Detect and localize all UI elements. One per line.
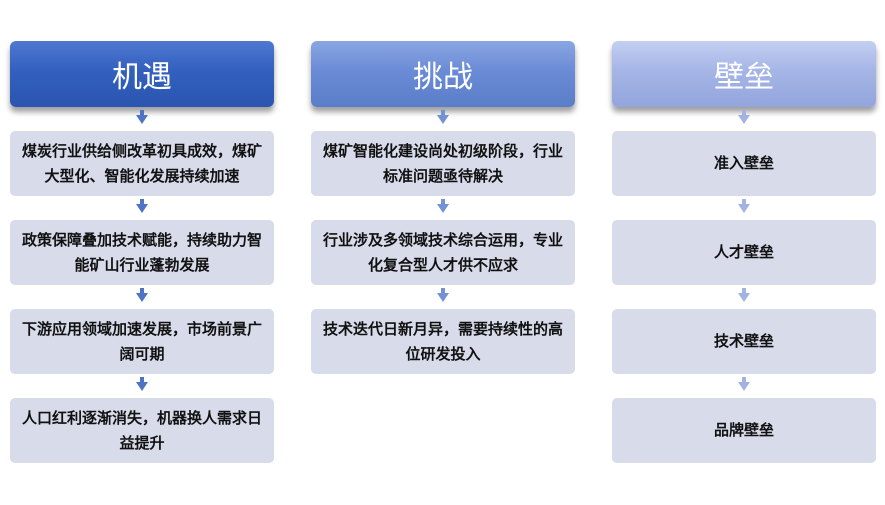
- down-arrow-icon: [10, 374, 274, 398]
- opportunity-header: 机遇: [10, 41, 274, 107]
- challenge-header: 挑战: [311, 41, 575, 107]
- challenge-item: 行业涉及多领域技术综合运用，专业化复合型人才供不应求: [311, 220, 575, 285]
- down-arrow-icon: [311, 107, 575, 131]
- opportunity-item: 下游应用领域加速发展，市场前景广阔可期: [10, 309, 274, 374]
- down-arrow-icon: [10, 196, 274, 220]
- barrier-item: 品牌壁垒: [612, 398, 876, 463]
- challenge-column: 挑战 煤矿智能化建设尚处初级阶段，行业标准问题亟待解决 行业涉及多领域技术综合运…: [311, 41, 575, 374]
- barrier-column: 壁垒 准入壁垒 人才壁垒 技术壁垒 品牌壁垒: [612, 41, 876, 463]
- opportunity-column: 机遇 煤炭行业供给侧改革初具成效，煤矿大型化、智能化发展持续加速 政策保障叠加技…: [10, 41, 274, 463]
- opportunity-item: 政策保障叠加技术赋能，持续助力智能矿山行业蓬勃发展: [10, 220, 274, 285]
- barrier-item: 人才壁垒: [612, 220, 876, 285]
- down-arrow-icon: [612, 196, 876, 220]
- down-arrow-icon: [311, 196, 575, 220]
- down-arrow-icon: [311, 285, 575, 309]
- down-arrow-icon: [10, 285, 274, 309]
- barrier-item: 准入壁垒: [612, 131, 876, 196]
- barrier-item: 技术壁垒: [612, 309, 876, 374]
- down-arrow-icon: [10, 107, 274, 131]
- down-arrow-icon: [612, 285, 876, 309]
- down-arrow-icon: [612, 107, 876, 131]
- opportunity-item: 煤炭行业供给侧改革初具成效，煤矿大型化、智能化发展持续加速: [10, 131, 274, 196]
- challenge-item: 技术迭代日新月异，需要持续性的高位研发投入: [311, 309, 575, 374]
- barrier-header: 壁垒: [612, 41, 876, 107]
- opportunity-item: 人口红利逐渐消失，机器换人需求日益提升: [10, 398, 274, 463]
- challenge-item: 煤矿智能化建设尚处初级阶段，行业标准问题亟待解决: [311, 131, 575, 196]
- down-arrow-icon: [612, 374, 876, 398]
